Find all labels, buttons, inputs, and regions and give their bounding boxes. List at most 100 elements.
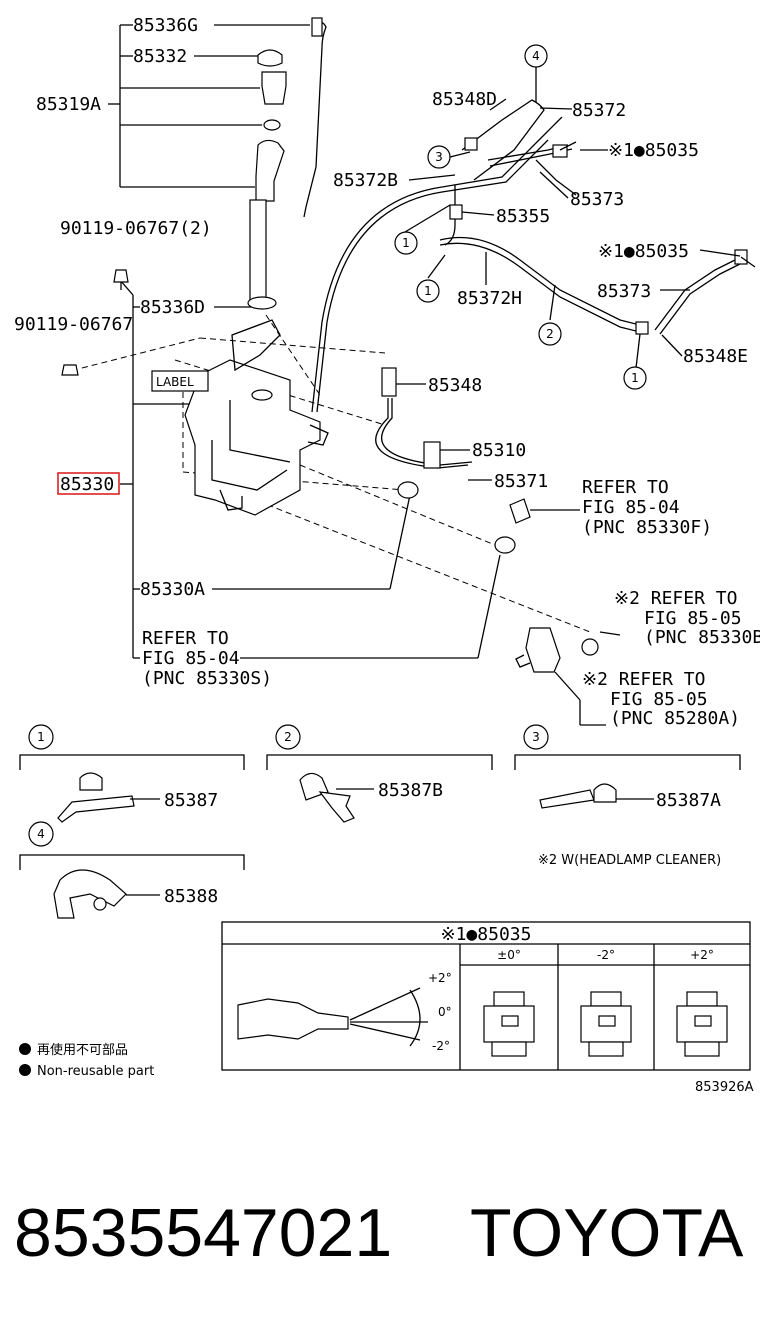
left-bracket-lines	[108, 24, 501, 659]
bolt-90119	[61, 364, 79, 376]
callout-1a	[394, 231, 418, 255]
label-tag	[151, 370, 209, 392]
pump-area	[375, 367, 621, 726]
grommet-85330b	[581, 638, 599, 656]
gauge-cap	[311, 17, 323, 37]
col-plus: +2°	[690, 948, 714, 962]
labels: 85336G 85332 85319A 90119-06767(2) 85336…	[14, 15, 760, 729]
pump-85330f	[509, 498, 531, 524]
svg-text:1: 1	[424, 284, 432, 298]
label-85371: 85371	[494, 471, 548, 492]
footer-part-number: 8535547021	[14, 1195, 392, 1271]
svg-text:1: 1	[37, 730, 45, 744]
figure-id: 853926A	[695, 1080, 754, 1095]
angle-plus: +2°	[428, 971, 452, 985]
callout-1c	[623, 366, 647, 390]
label-85330a: 85330A	[140, 579, 205, 600]
svg-text:2: 2	[546, 327, 554, 341]
refer1-line1: REFER TO	[142, 628, 229, 649]
callouts: 4 3 1 1 2 1	[394, 44, 647, 390]
label-85355: 85355	[496, 206, 550, 227]
label-85387a: 85387A	[656, 790, 721, 811]
joint-85348d	[464, 137, 478, 151]
washer-tank-85330: LABEL	[151, 319, 329, 516]
label-85348e: 85348E	[683, 346, 748, 367]
svg-text:2: 2	[284, 730, 292, 744]
label-85372b: 85372B	[333, 170, 398, 191]
nozzle-85035-1	[552, 144, 568, 158]
joint-85348	[381, 367, 397, 397]
detail-clips: 1 85387 2 85387B 3 85387A 4 85388 ※2 W(H…	[19, 724, 741, 919]
angle-zero: 0°	[438, 1005, 452, 1019]
refer1-line2: FIG 85-04	[142, 648, 240, 669]
label-85035-2: ※1●85035	[598, 241, 689, 262]
connector-plus	[676, 991, 728, 1057]
label-85372: 85372	[572, 100, 626, 121]
pump-85280a	[525, 627, 561, 673]
level-gauge-85336g	[303, 21, 327, 218]
label-85330: 85330	[60, 474, 114, 495]
refer2-line1: REFER TO	[582, 477, 669, 498]
svg-text:1: 1	[631, 371, 639, 385]
label-85035-1: ※1●85035	[608, 140, 699, 161]
connector-zero	[483, 991, 535, 1057]
bolts	[61, 269, 129, 376]
table-header: ※1●85035	[441, 924, 532, 945]
filler-pipe	[249, 199, 267, 306]
label-85319a: 85319A	[36, 94, 101, 115]
refer2-line2: FIG 85-04	[582, 497, 680, 518]
label-85332: 85332	[133, 46, 187, 67]
label-85373-2: 85373	[597, 281, 651, 302]
label-85387b: 85387B	[378, 780, 443, 801]
col-zero: ±0°	[497, 948, 521, 962]
joint-85348e	[635, 321, 649, 335]
hose-85371	[375, 398, 469, 469]
hoses	[311, 66, 756, 413]
highlight-box	[57, 472, 120, 495]
callout-4	[524, 44, 548, 68]
callout-1b	[416, 279, 440, 303]
svg-text:4: 4	[37, 827, 45, 841]
grommet-85330a	[397, 481, 419, 499]
legend: 再使用不可部品 Non-reusable part	[19, 1042, 154, 1079]
grommet-85330s	[494, 536, 516, 554]
label-90119-06767-2: 90119-06767(2)	[60, 218, 212, 239]
footer-brand: TOYOTA	[470, 1195, 744, 1271]
refer3-line3: (PNC 85330B	[644, 627, 760, 648]
grommet-85336d	[247, 296, 277, 310]
label-85336d: 85336D	[140, 297, 205, 318]
filler-neck-assembly	[247, 17, 327, 310]
nozzle-angle-table: ※1●85035 ±0° -2° +2° +2° 0° -2°	[221, 921, 751, 1071]
hose-85372	[461, 99, 545, 181]
svg-text:3: 3	[435, 150, 443, 164]
hose-85373-2	[654, 259, 736, 331]
label-85372h: 85372H	[457, 288, 522, 309]
svg-text:4: 4	[532, 49, 540, 63]
label-tag-text: LABEL	[156, 375, 194, 389]
label-85310: 85310	[472, 440, 526, 461]
refer1-line3: (PNC 85330S)	[142, 668, 272, 689]
col-minus: -2°	[597, 948, 615, 962]
joint-85355	[449, 204, 463, 220]
bolt-90119-2	[113, 269, 129, 283]
label-85336g: 85336G	[133, 15, 198, 36]
neck-85319a	[261, 71, 287, 105]
label-85373-1: 85373	[570, 189, 624, 210]
svg-text:1: 1	[402, 236, 410, 250]
callout-2	[538, 322, 562, 346]
cap-85332	[257, 49, 283, 67]
refer4-line2: FIG 85-05	[610, 689, 708, 710]
connector-minus	[580, 991, 632, 1057]
legend-en: Non-reusable part	[37, 1064, 154, 1079]
bullet-icon	[19, 1043, 31, 1055]
hose-85372b	[311, 116, 563, 413]
refer4-line1: ※2 REFER TO	[582, 669, 705, 690]
angle-minus: -2°	[432, 1039, 450, 1053]
hose-85373-1	[535, 159, 577, 196]
label-90119-06767: 90119-06767	[14, 314, 133, 335]
bullet-icon	[19, 1064, 31, 1076]
refer3-line2: FIG 85-05	[644, 608, 742, 629]
note-headlamp-cleaner: ※2 W(HEADLAMP CLEANER)	[538, 853, 721, 868]
refer4-line3: (PNC 85280A)	[610, 708, 740, 729]
